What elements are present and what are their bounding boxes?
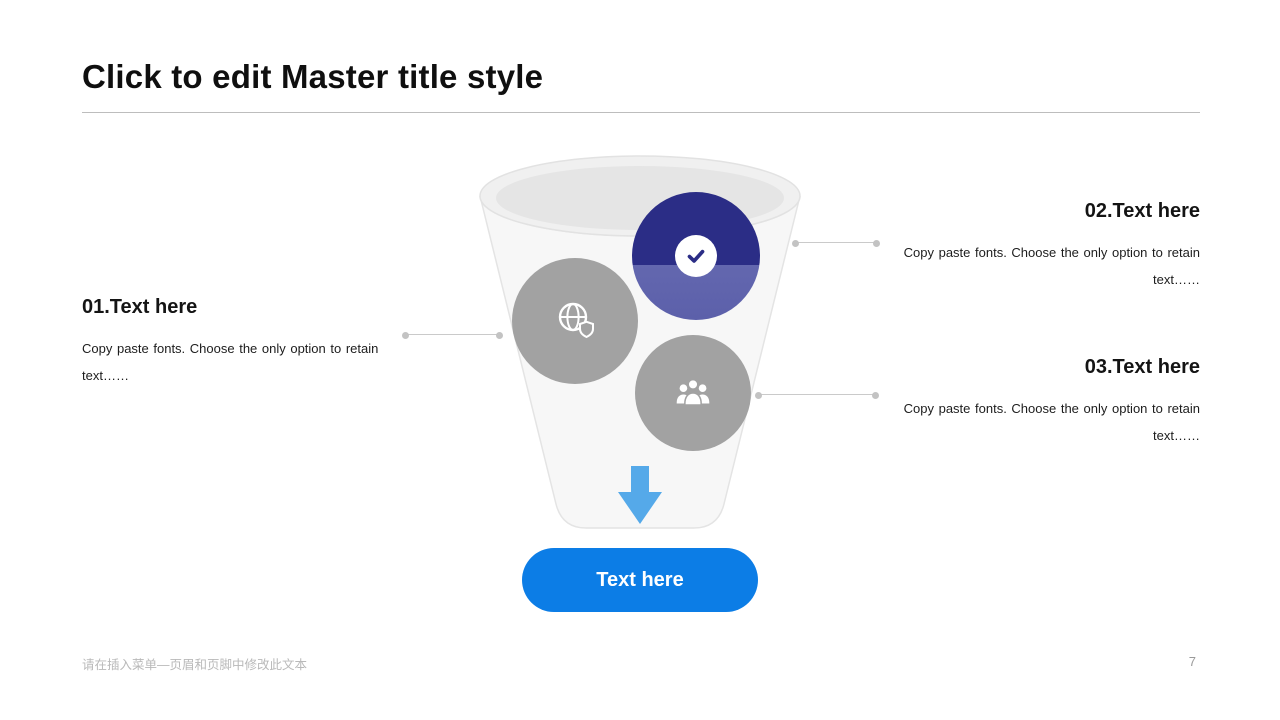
callout-03: 03.Text here Copy paste fonts. Choose th… [900, 356, 1200, 450]
people-icon [670, 370, 716, 416]
connector-right-top [792, 239, 880, 247]
connector-right-bottom [755, 391, 879, 399]
footer-note: 请在插入菜单—页眉和页脚中修改此文本 [82, 658, 308, 672]
callout-02-body: Copy paste fonts. Choose the only option… [903, 245, 1200, 288]
title-divider [82, 112, 1200, 113]
callout-01-heading: 01.Text here [82, 296, 198, 318]
circle-check [632, 192, 760, 320]
text-here-button[interactable]: Text here [522, 548, 758, 612]
check-icon [675, 235, 717, 277]
callout-03-body: Copy paste fonts. Choose the only option… [903, 401, 1200, 444]
down-arrow-icon [618, 466, 662, 524]
globe-shield-icon [551, 297, 599, 345]
page-number: 7 [1188, 654, 1196, 669]
callout-01: 01.Text here Copy paste fonts. Choose th… [82, 296, 382, 390]
slide-title: Click to edit Master title style [82, 58, 544, 95]
circle-globe [512, 258, 638, 384]
connector-left [402, 331, 503, 339]
callout-03-heading: 03.Text here [1084, 356, 1200, 378]
callout-01-body: Copy paste fonts. Choose the only option… [82, 341, 379, 384]
circle-people [635, 335, 751, 451]
callout-02-heading: 02.Text here [1084, 200, 1200, 222]
callout-02: 02.Text here Copy paste fonts. Choose th… [900, 200, 1200, 294]
